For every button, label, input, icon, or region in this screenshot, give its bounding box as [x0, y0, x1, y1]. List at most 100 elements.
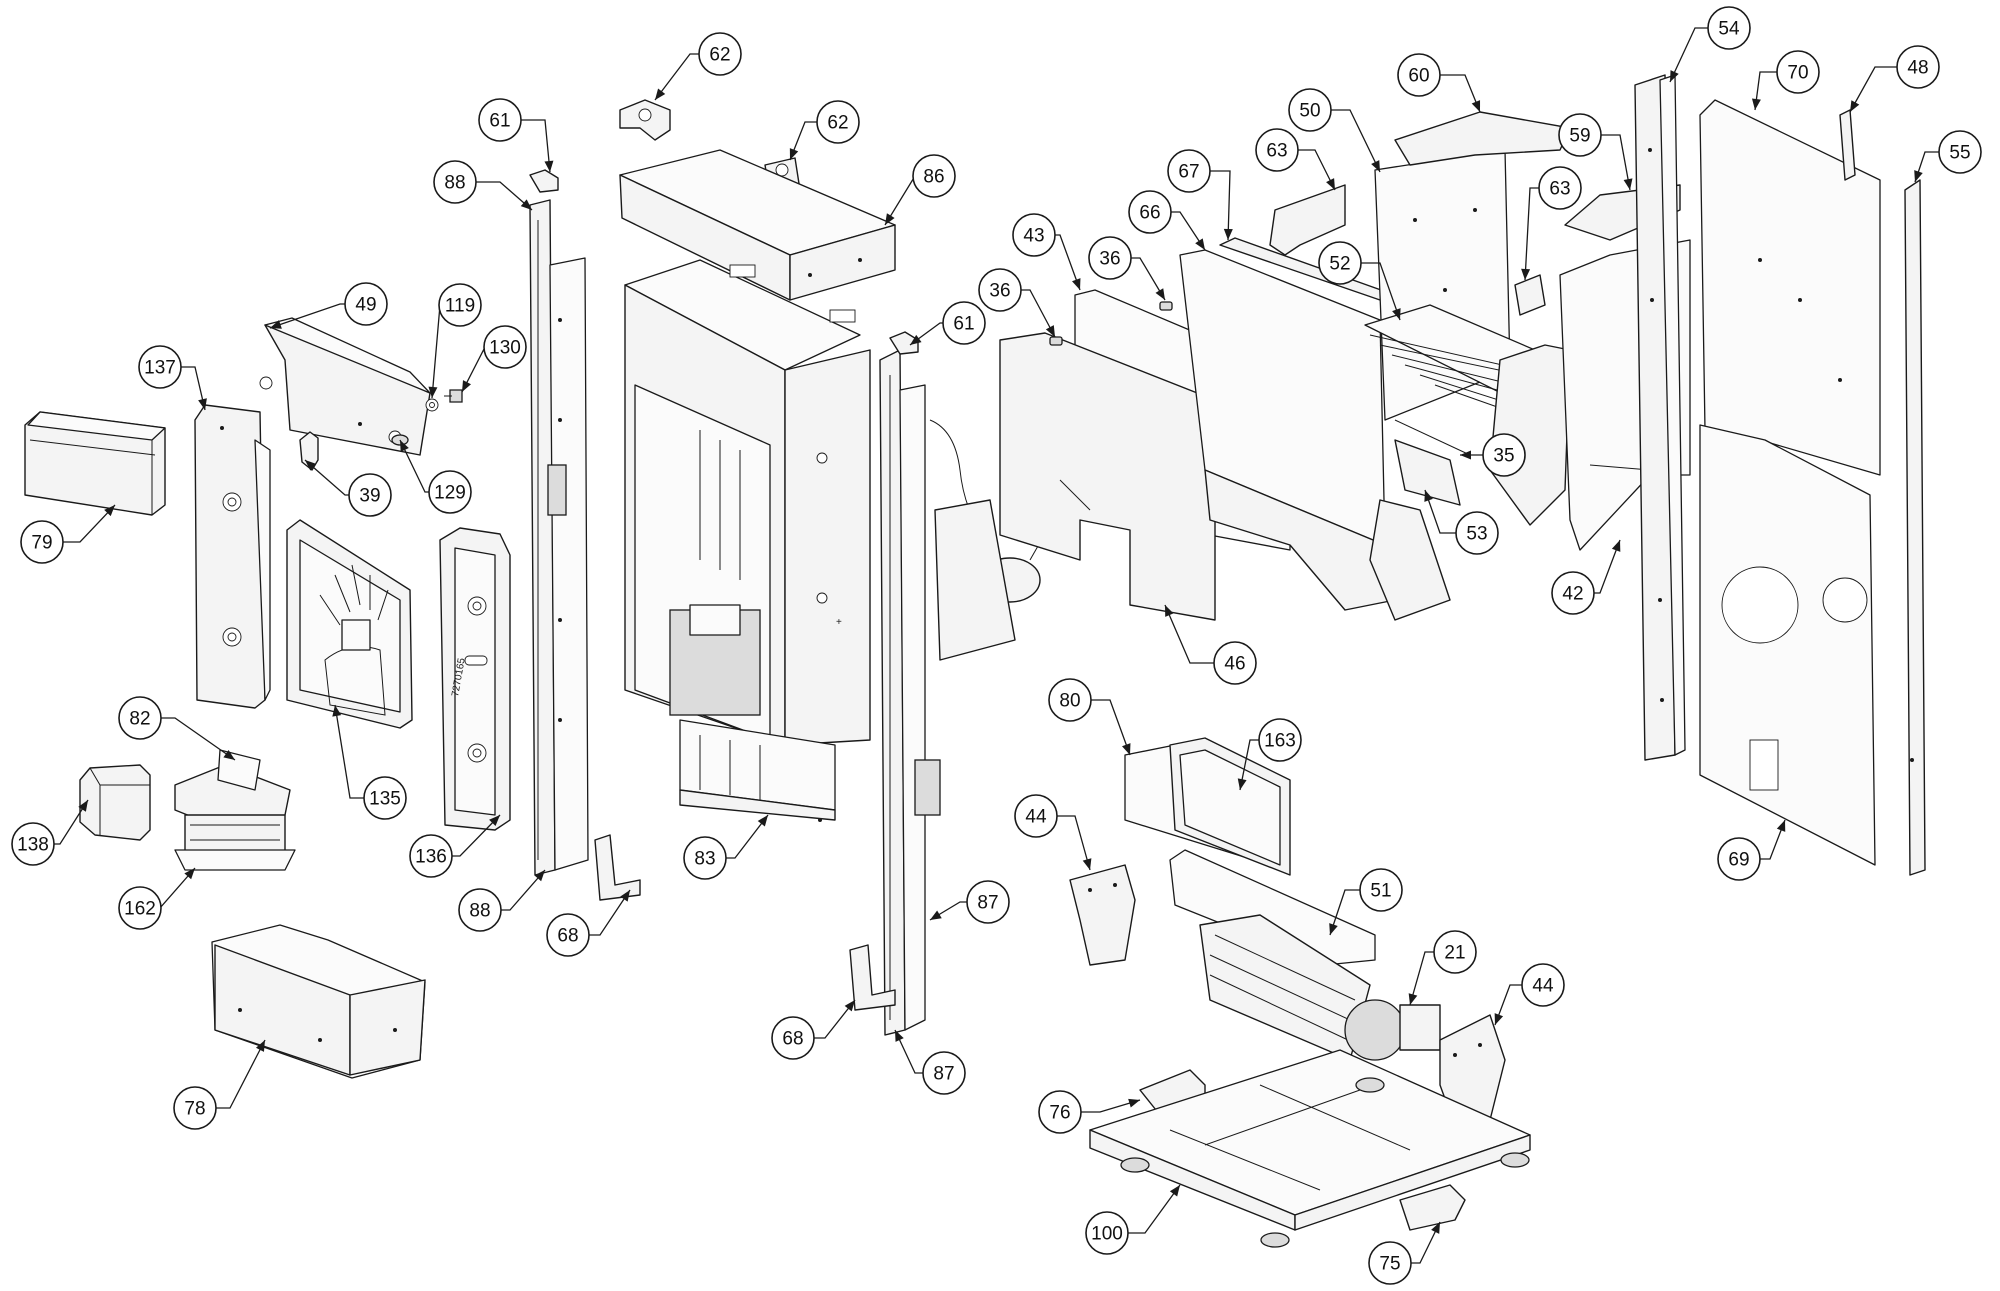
- callout-bubble: [428, 470, 472, 514]
- callout-bubble: [1014, 794, 1058, 838]
- part-88-post: [529, 199, 589, 876]
- callout-bubble: [458, 888, 502, 932]
- leader-arrow: [1850, 100, 1860, 112]
- part-46-baffle: [999, 332, 1216, 621]
- part-83-lower-tray: [679, 719, 836, 822]
- callout-label: 46: [1224, 654, 1245, 675]
- part-69-lower-rear-wall: [1699, 424, 1876, 866]
- callout-79: 79: [20, 504, 116, 564]
- callout-bubble: [138, 345, 182, 389]
- callout-bubble: [173, 1086, 217, 1130]
- leader-arrow: [1408, 993, 1418, 1005]
- callout-21: 21: [1408, 930, 1477, 1006]
- callout-135: 135: [332, 704, 407, 820]
- callout-bubble: [1558, 113, 1602, 157]
- leader-line: [269, 303, 345, 329]
- callout-35: 35: [1460, 433, 1526, 477]
- callout-62: 62: [654, 32, 742, 101]
- leader-arrow: [1045, 325, 1055, 337]
- leader-arrow: [1611, 540, 1621, 552]
- callout-60: 60: [1397, 53, 1481, 113]
- leader-line: [1494, 984, 1522, 1026]
- callout-76: 76: [1038, 1090, 1141, 1134]
- leader-line: [1409, 951, 1434, 1006]
- part-61-clip-right: [889, 331, 919, 355]
- part-49-deflector: [259, 317, 431, 456]
- leader-line: [1601, 134, 1631, 191]
- callout-label: 59: [1569, 126, 1590, 147]
- leader-line: [1210, 170, 1231, 241]
- callout-label: 87: [933, 1064, 954, 1085]
- leader-line: [1361, 262, 1401, 321]
- leader-arrow: [1223, 228, 1233, 240]
- part-75-bracket: [1399, 1184, 1466, 1231]
- leader-arrow: [104, 505, 115, 517]
- callout-label: 88: [469, 901, 490, 922]
- part-82-burner-top: [174, 749, 291, 831]
- leader-line: [161, 717, 236, 761]
- part-135-fire-plate: [286, 519, 413, 729]
- callout-48: 48: [1849, 45, 1940, 113]
- callout-label: 137: [144, 358, 176, 379]
- callouts: 6262866188119130491371293979821351361381…: [11, 6, 1982, 1285]
- leader-arrow: [1122, 743, 1131, 755]
- leader-arrow: [895, 1030, 904, 1042]
- leader-line: [1329, 889, 1360, 936]
- leader-line: [181, 366, 206, 411]
- callout-bubble: [1288, 88, 1332, 132]
- callout-bubble: [118, 696, 162, 740]
- callout-39: 39: [304, 459, 392, 517]
- callout-162: 162: [118, 867, 196, 930]
- callout-label: 49: [355, 295, 376, 316]
- callout-label: 61: [489, 111, 510, 132]
- callout-54: 54: [1669, 6, 1751, 83]
- leader-line: [63, 504, 116, 543]
- callout-87: 87: [929, 880, 1010, 924]
- leader-line: [334, 704, 364, 799]
- callout-61: 61: [909, 301, 986, 346]
- callout-label: 162: [124, 899, 156, 920]
- leader-line: [54, 799, 89, 845]
- leader-line: [1164, 604, 1214, 664]
- callout-70: 70: [1751, 50, 1820, 111]
- callout-67: 67: [1167, 149, 1233, 241]
- callout-86: 86: [884, 154, 956, 226]
- callout-label: 163: [1264, 731, 1296, 752]
- leader-arrow: [910, 334, 922, 345]
- part-53-runner: [1369, 439, 1461, 621]
- callout-bubble: [433, 160, 477, 204]
- leader-arrow: [1751, 98, 1761, 110]
- part-130-screw: [444, 389, 463, 403]
- callout-82: 82: [118, 696, 236, 761]
- callout-label: 66: [1139, 203, 1160, 224]
- callout-bubble: [1213, 641, 1257, 685]
- leader-arrow: [1072, 278, 1081, 290]
- callout-bubble: [1167, 149, 1211, 193]
- callout-bubble: [922, 1051, 966, 1095]
- part-63-bracket-right: [1514, 274, 1546, 316]
- callout-bubble: [942, 301, 986, 345]
- leader-arrow: [1670, 70, 1679, 82]
- callout-66: 66: [1128, 190, 1206, 251]
- part-138-duct: [79, 764, 151, 841]
- leader-line: [1298, 149, 1336, 191]
- callout-label: 69: [1728, 850, 1749, 871]
- part-137-side-panel: [194, 404, 271, 709]
- part-48-strip: [1839, 109, 1856, 181]
- callout-55: 55: [1914, 130, 1982, 183]
- callout-label: 35: [1493, 446, 1514, 467]
- callout-label: 63: [1266, 141, 1287, 162]
- callout-68: 68: [546, 889, 631, 957]
- leader-arrow: [1431, 1222, 1440, 1234]
- callout-label: 62: [827, 113, 848, 134]
- leader-line: [909, 322, 943, 346]
- callout-bubble: [816, 100, 860, 144]
- callout-label: 68: [557, 926, 578, 947]
- callout-87: 87: [894, 1029, 966, 1095]
- leader-line: [1131, 257, 1166, 301]
- callout-bubble: [1538, 166, 1582, 210]
- callout-53: 53: [1424, 489, 1499, 555]
- leader-arrow: [1776, 820, 1786, 832]
- leader-arrow: [1371, 160, 1380, 172]
- callout-bubble: [1368, 1241, 1412, 1285]
